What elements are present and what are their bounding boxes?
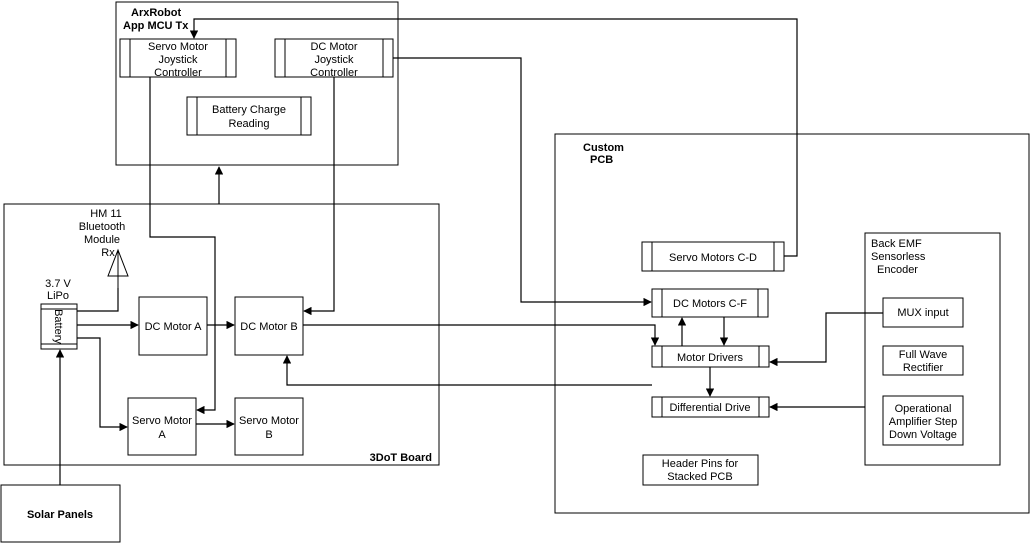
- battery-block: Battery: [40, 303, 78, 350]
- dc-motors-cf-block: DC Motors C-F: [651, 288, 769, 318]
- motor-drivers-label: Motor Drivers: [677, 352, 744, 364]
- lipo-l1: 3.7 V: [45, 278, 71, 290]
- servo-motors-cd-block: Servo Motors C-D: [641, 241, 785, 272]
- servo-motor-b-block: Servo Motor B: [234, 397, 304, 456]
- dc-motor-a-block: DC Motor A: [138, 296, 208, 356]
- dc-motor-b-label: DC Motor B: [240, 321, 297, 333]
- connectors: [55, 18, 883, 485]
- servo-a-l1: Servo Motor: [132, 415, 192, 427]
- antenna-icon: [107, 248, 129, 288]
- rectifier-l2: Rectifier: [903, 362, 944, 374]
- header-pins-block: Header Pins for Stacked PCB: [642, 454, 759, 486]
- dc-joystick-block: DC Motor Joystick Controller: [274, 38, 394, 79]
- motor-drivers-block: Motor Drivers: [651, 345, 770, 368]
- dc-joystick-l2: Joystick: [314, 54, 354, 66]
- lipo-label: 3.7 V LiPo: [45, 278, 71, 302]
- solar-panels-block: Solar Panels: [0, 484, 121, 543]
- header-pins-l2: Stacked PCB: [667, 471, 732, 483]
- rectifier-l1: Full Wave: [899, 349, 948, 361]
- battery-reading-l2: Reading: [229, 118, 270, 130]
- opamp-l3: Down Voltage: [889, 429, 957, 441]
- op-amp-block: Operational Amplifier Step Down Voltage: [882, 395, 964, 446]
- encoder-title-2: Sensorless: [871, 251, 926, 263]
- hm11-l2: Bluetooth: [79, 221, 125, 233]
- pcb-title-2: PCB: [590, 154, 613, 166]
- lipo-l2: LiPo: [47, 290, 69, 302]
- hm11-l1: HM 11: [90, 208, 122, 220]
- encoder-title-3: Encoder: [877, 264, 918, 276]
- dc-motor-b-block: DC Motor B: [234, 296, 304, 356]
- dc-joystick-l1: DC Motor: [310, 41, 357, 53]
- opamp-l2: Amplifier Step: [889, 416, 957, 428]
- differential-drive-block: Differential Drive: [651, 396, 770, 418]
- encoder-title-1: Back EMF: [871, 238, 922, 250]
- dc-cf-label: DC Motors C-F: [673, 298, 747, 310]
- servo-joystick-block: Servo Motor Joystick Controller: [119, 38, 237, 79]
- board-title: 3DoT Board: [370, 452, 432, 464]
- dc-joystick-l3: Controller: [310, 67, 358, 79]
- hm11-l3: Module: [84, 234, 120, 246]
- battery-reading-block: Battery Charge Reading: [186, 96, 312, 136]
- battery-reading-l1: Battery Charge: [212, 104, 286, 116]
- hm11-l4: Rx: [101, 247, 115, 259]
- solar-label: Solar Panels: [27, 509, 93, 521]
- dc-motor-a-label: DC Motor A: [145, 321, 203, 333]
- app-mcu-container: ArxRobot App MCU Tx: [115, 1, 399, 166]
- hm11-module-label: HM 11 Bluetooth Module Rx: [79, 208, 125, 259]
- servo-joystick-l1: Servo Motor: [148, 41, 208, 53]
- pcb-title-1: Custom: [583, 142, 624, 154]
- diff-drive-label: Differential Drive: [669, 402, 750, 414]
- servo-a-l2: A: [158, 429, 166, 441]
- app-title-2: App MCU Tx: [123, 20, 189, 32]
- app-title-1: ArxRobot: [131, 7, 181, 19]
- opamp-l1: Operational: [895, 403, 952, 415]
- battery-label: Battery: [52, 309, 64, 344]
- mux-input-block: MUX input: [882, 297, 964, 328]
- servo-joystick-l2: Joystick: [158, 54, 198, 66]
- full-wave-rectifier-block: Full Wave Rectifier: [882, 345, 964, 376]
- servo-b-l1: Servo Motor: [239, 415, 299, 427]
- servo-b-l2: B: [265, 429, 272, 441]
- header-pins-l1: Header Pins for: [662, 458, 739, 470]
- servo-joystick-l3: Controller: [154, 67, 202, 79]
- mux-label: MUX input: [897, 307, 948, 319]
- servo-cd-label: Servo Motors C-D: [669, 252, 757, 264]
- servo-motor-a-block: Servo Motor A: [127, 397, 197, 456]
